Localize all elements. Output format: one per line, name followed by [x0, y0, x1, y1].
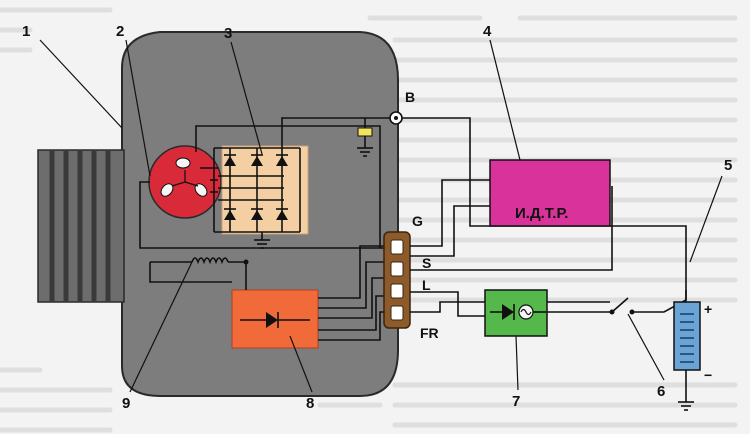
battery-plus-label: +: [704, 301, 712, 317]
charge-lamp-unit: [484, 289, 548, 337]
stator-winding: [148, 145, 222, 219]
terminal-b-label: B: [405, 89, 415, 105]
callout-7: 7: [512, 393, 520, 410]
callout-6: 6: [657, 383, 665, 400]
callout-2: 2: [116, 23, 124, 40]
idtr-label: И.Д.Т.Р.: [515, 205, 568, 222]
pulley: [37, 149, 125, 303]
terminal-s-label: S: [422, 255, 431, 271]
callout-leaders: [39, 39, 723, 393]
terminal-b: [389, 111, 403, 125]
callout-8: 8: [306, 395, 314, 412]
ignition-switch-contact-a: [609, 309, 615, 315]
terminal-fr-label: FR: [420, 325, 439, 341]
b-output-bus: [281, 117, 394, 148]
suppression-capacitor: [357, 118, 373, 157]
diode-row-bottom: [224, 210, 288, 220]
regulator-to-connector-wiring: [318, 245, 386, 341]
rectifier-bridge: [213, 145, 309, 235]
battery-minus-label: −: [704, 367, 712, 383]
callout-9: 9: [122, 395, 130, 412]
rotor-field-coil: [149, 257, 249, 290]
idtr-box: И.Д.Т.Р.: [489, 159, 611, 227]
terminal-l-label: L: [422, 277, 431, 293]
b-to-battery-wire: [402, 117, 687, 300]
callout-3: 3: [224, 25, 232, 42]
connector-plug: [383, 231, 411, 329]
callout-4: 4: [483, 23, 492, 40]
callout-5: 5: [724, 157, 732, 174]
callout-1: 1: [22, 23, 30, 40]
ignition-switch-contact-b: [629, 309, 635, 315]
terminal-g-label: G: [412, 213, 423, 229]
battery: [673, 290, 701, 411]
diode-row-top: [224, 156, 288, 166]
voltage-regulator: [231, 289, 319, 349]
